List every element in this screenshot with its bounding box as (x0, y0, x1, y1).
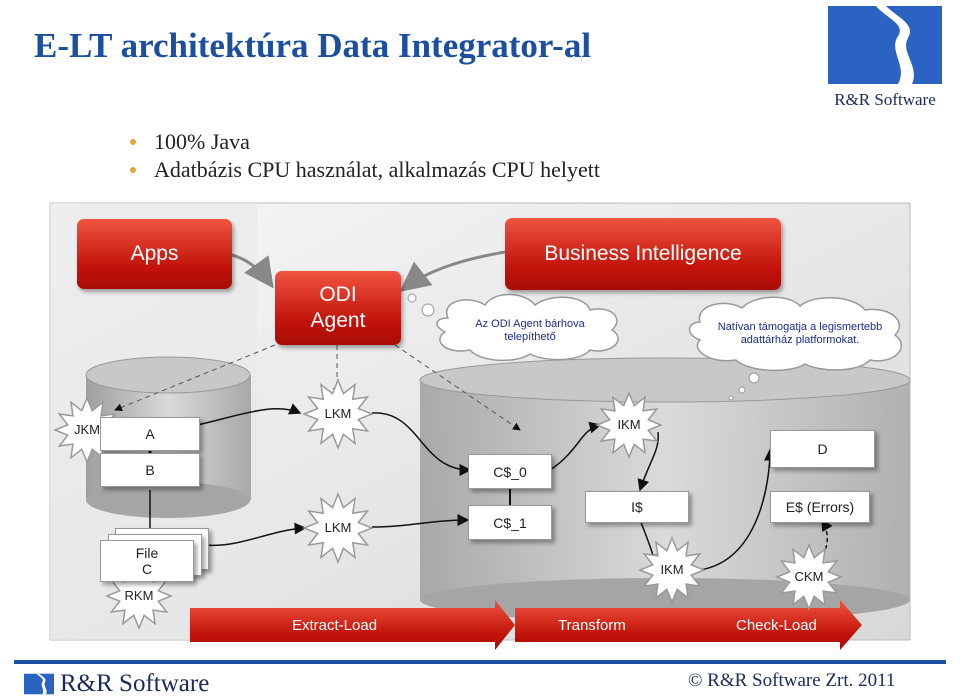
star-ckm (775, 543, 843, 611)
staging-c1: C$_1 (468, 505, 552, 540)
bubble-dot (738, 386, 746, 394)
jkm-label: JKM (74, 422, 100, 437)
ikm-bottom-label: IKM (660, 562, 684, 577)
footer-logo: R&R Software (24, 670, 209, 698)
slide-title: E-LT architektúra Data Integrator-al (34, 26, 592, 65)
bullet-item: Adatbázis CPU használat, alkalmazás CPU … (130, 156, 600, 184)
file-c-label: C (141, 561, 153, 577)
agent-dashed-line (114, 344, 276, 412)
staging-c0: C$_0 (468, 454, 552, 489)
cloud-agent (436, 293, 619, 362)
footer-company: R&R Software (60, 670, 210, 697)
agent-line1: ODI (319, 283, 357, 306)
source-table-a: A (100, 417, 200, 451)
flow-arrow (637, 431, 659, 492)
flow-arrow (699, 448, 776, 571)
target-d: D (770, 430, 875, 468)
rr-logo-icon (828, 6, 942, 84)
star-lkm-top (301, 377, 375, 451)
flow-arrow (204, 522, 307, 547)
file-source: File C (100, 540, 194, 582)
ikm-top-label: IKM (617, 417, 641, 432)
star-shape (301, 377, 375, 451)
lkm-top-label: LKM (324, 406, 352, 421)
cloud-native (688, 296, 902, 372)
phase-extract-load: Extract-Load (292, 617, 378, 634)
odi-agent-block: ODI Agent (275, 271, 401, 345)
agent-line2: Agent (310, 309, 366, 332)
ckm-label: CKM (794, 569, 824, 584)
phase-check-load: Check-Load (736, 617, 817, 634)
integration-i: I$ (585, 491, 689, 523)
source-table-b: B (100, 453, 200, 487)
apps-to-agent-arrow (231, 253, 274, 289)
star-shape (595, 391, 663, 459)
bi-to-agent-arrow (399, 250, 506, 292)
agent-dashed-line (394, 344, 521, 431)
footer-divider (14, 660, 946, 664)
bullet-item: 100% Java (130, 128, 600, 156)
star-lkm-bottom (301, 491, 375, 565)
logo-text: R&R Software (834, 90, 936, 109)
star-jkm (53, 396, 121, 464)
phase-transform: Transform (558, 617, 626, 634)
flow-arrow (371, 514, 470, 528)
flow-arrow (371, 412, 472, 476)
star-ikm-top (595, 391, 663, 459)
note-native: Natívan támogatja a legismertebb adattár… (717, 321, 883, 346)
bubble-dot (728, 395, 734, 401)
flow-arrow (549, 421, 602, 471)
star-shape (775, 543, 843, 611)
copyright: © R&R Software Zrt. 2011 (688, 670, 896, 691)
business-intelligence-block: Business Intelligence (505, 218, 781, 290)
bullet-list: 100% Java Adatbázis CPU használat, alkal… (130, 128, 600, 184)
star-shape (53, 396, 121, 464)
star-shape (638, 536, 706, 604)
rkm-label: RKM (124, 588, 154, 603)
rr-logo-icon (24, 673, 54, 695)
phase-arrow (190, 600, 862, 650)
lkm-bottom-label: LKM (324, 520, 352, 535)
star-shape (301, 491, 375, 565)
note-agent: Az ODI Agent bárhova telepíthető (475, 318, 585, 343)
apps-block: Apps (77, 219, 232, 289)
bubble-dot (421, 303, 435, 317)
file-label: File (135, 545, 159, 561)
errors-table: E$ (Errors) (770, 491, 870, 523)
bubble-dot (748, 372, 760, 384)
star-ikm-bottom (638, 536, 706, 604)
rr-logo: R&R Software (828, 6, 942, 110)
bubble-dot (407, 293, 417, 303)
